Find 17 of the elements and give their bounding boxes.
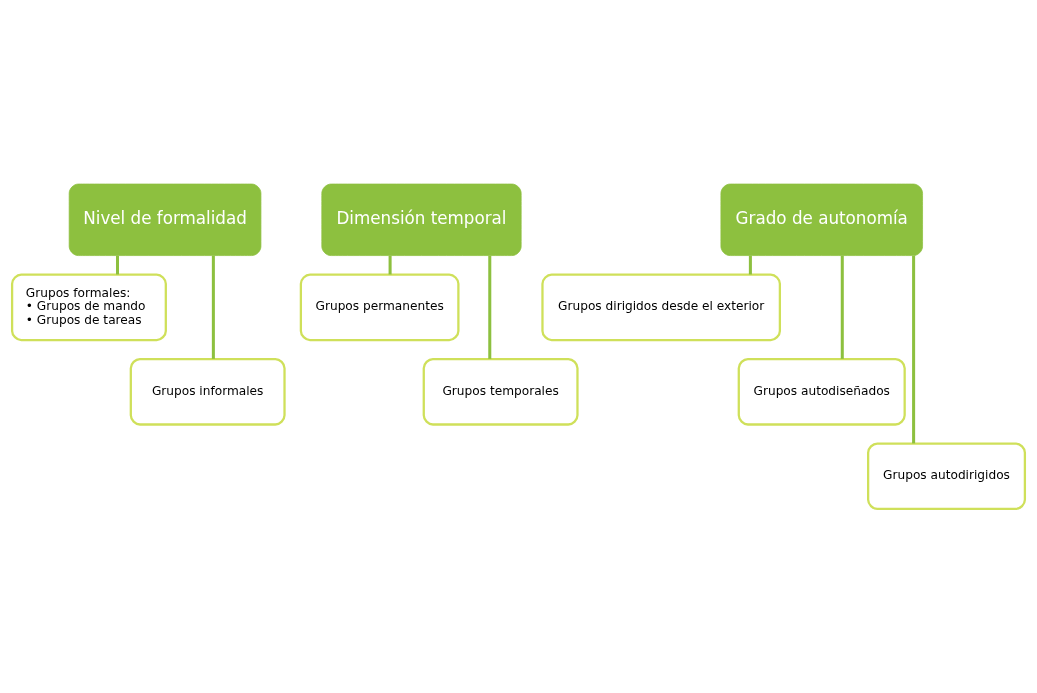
node-box: Nivel de formalidad <box>68 183 262 256</box>
node-box: Grupos permanentes <box>299 273 460 342</box>
connector <box>912 255 916 444</box>
node-box: Grado de autonomía <box>720 183 923 256</box>
node-box: Grupos dirigidos desde el exterior <box>541 273 781 342</box>
node-box: Grupos formales: • Grupos de mando • Grupos de tareas <box>10 273 167 342</box>
connector <box>388 255 392 275</box>
node-box: Grupos autodirigidos <box>867 442 1027 511</box>
node-box: Grupos autodiseñados <box>737 357 906 426</box>
connector <box>840 255 844 359</box>
connector <box>116 255 119 275</box>
node-box: Grupos temporales <box>422 357 579 426</box>
connector <box>211 255 215 359</box>
node-box: Grupos informales <box>129 357 286 426</box>
connector <box>748 255 752 275</box>
node-box: Dimensión temporal <box>321 183 522 256</box>
connector <box>488 255 492 359</box>
